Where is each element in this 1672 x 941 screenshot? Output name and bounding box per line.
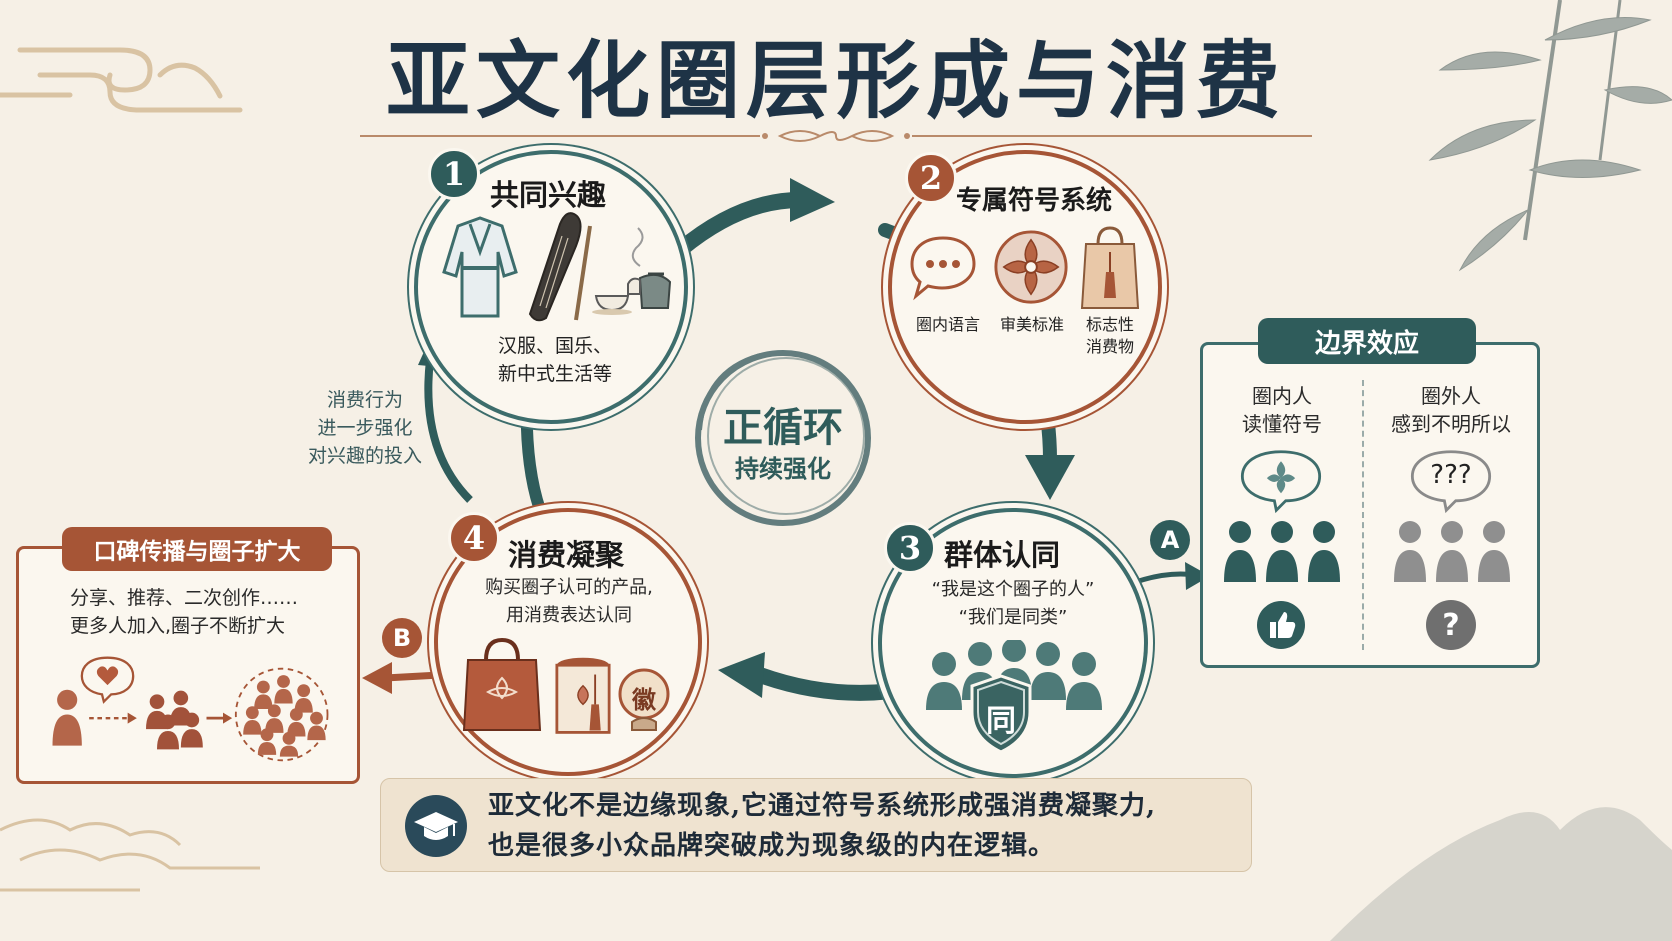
insider-people-icon: [1224, 521, 1340, 582]
tea-canister-icon: [555, 657, 611, 734]
bamboo-decor: [1428, 0, 1672, 272]
center-sub: 持续强化: [735, 454, 831, 483]
center-label: 正循环 持续强化: [700, 404, 866, 486]
stage-3-quote2: “我们是同类”: [958, 607, 1068, 628]
insider-line1: 圈内人: [1252, 384, 1312, 408]
page-title: 亚文化圈层形成与消费: [385, 31, 1286, 130]
tea-set-icon: [592, 227, 672, 315]
stage-1-title: 共同兴趣: [490, 178, 607, 212]
stage-1-badge: 1: [428, 148, 480, 200]
outsider-bubble-icon: [1410, 450, 1492, 514]
feedback-arrow: [424, 359, 473, 503]
branch-a-arrowhead: [1185, 562, 1210, 590]
thumbs-up-icon: [1257, 601, 1305, 649]
arrowhead-3-to-4: [718, 652, 765, 698]
stage-4-title: 消费凝聚: [508, 538, 625, 572]
arrowhead-1-to-2: [790, 178, 835, 222]
spread-line1: 分享、推荐、二次创作……: [70, 587, 299, 609]
branch-b-arrow: [384, 671, 441, 682]
stage-1-desc-line2: 新中式生活等: [497, 363, 612, 385]
title-divider: [360, 130, 1312, 142]
summary-line2: 也是很多小众品牌突破成为现象级的内在逻辑。: [488, 831, 1056, 861]
feedback-text: 消费行为 进一步强化 对兴趣的投入: [290, 386, 440, 470]
mountain-decor: [1330, 807, 1672, 941]
stage-4-desc: 购买圈子认可的产品, 用消费表达认同: [456, 574, 682, 630]
branch-a-letter: A: [1150, 520, 1190, 560]
cloud-decor-bottom-left: [0, 818, 260, 892]
stage-3-badge: 3: [884, 522, 936, 574]
feedback-line2: 进一步强化: [317, 417, 413, 439]
stage-2-badge: 2: [905, 152, 957, 204]
spread-line2: 更多人加入,圈子不断扩大: [70, 615, 286, 637]
summary-box: [380, 778, 1252, 872]
tassel-bag-icon: [1080, 226, 1140, 309]
stage-4-desc-line2: 用消费表达认同: [506, 605, 632, 626]
stage-3-quotes: “我是这个圈子的人” “我们是同类”: [900, 576, 1126, 632]
stage-2-item-symbolic-line1: 标志性: [1085, 315, 1134, 334]
outsider-question-marks: ???: [1430, 460, 1472, 490]
insider-bubble-icon: [1240, 450, 1322, 514]
seal-char: 徽: [632, 685, 656, 714]
boundary-title: 边界效应: [1258, 318, 1476, 364]
insider-label: 圈内人 读懂符号: [1214, 382, 1350, 438]
stage-3-title: 群体认同: [944, 538, 1061, 572]
stage-2-item-language: 圈内语言: [915, 315, 980, 334]
feedback-line1: 消费行为: [326, 389, 403, 411]
branch-b-arrowhead: [362, 662, 392, 694]
boundary-panel: [1200, 342, 1540, 668]
outsider-people-icon: [1394, 521, 1510, 582]
speech-bubble-icon: [910, 236, 976, 301]
stage-2-item-symbolic-line2: 消费物: [1085, 337, 1134, 356]
spread-flow-illustration: [52, 656, 329, 762]
graduation-cap-icon: [405, 795, 467, 857]
stage-1-desc-line1: 汉服、国乐、: [497, 335, 612, 357]
center-main: 正循环: [723, 404, 843, 451]
seal-icon: [618, 668, 670, 731]
stage-1-desc: 汉服、国乐、 新中式生活等: [470, 332, 640, 388]
spread-desc: 分享、推荐、二次创作…… 更多人加入,圈子不断扩大: [40, 584, 340, 640]
loop-arrowheads: [718, 178, 1075, 698]
stage-3-quote1: “我是这个圈子的人”: [931, 579, 1095, 600]
stage-4-badge: 4: [448, 512, 500, 564]
hanfu-icon: [442, 216, 518, 318]
stage-2-item-aesthetic: 审美标准: [999, 315, 1064, 334]
shopping-bag-icon: [462, 637, 542, 731]
question-icon-glyph: ?: [1442, 607, 1460, 643]
ornament-icon: [994, 230, 1068, 304]
outsider-label: 圈外人 感到不明所以: [1376, 382, 1526, 438]
heart-bubble-icon: [80, 656, 135, 704]
outsider-line2: 感到不明所以: [1391, 412, 1511, 436]
spread-title: 口碑传播与圈子扩大: [62, 527, 332, 571]
outsider-line1: 圈外人: [1421, 384, 1481, 408]
feedback-line3: 对兴趣的投入: [307, 445, 422, 467]
boundary-divider: [1362, 380, 1364, 650]
cloud-decor-top-left: [0, 47, 243, 113]
stage-4-desc-line1: 购买圈子认可的产品,: [485, 577, 653, 598]
question-icon: ?: [1426, 600, 1476, 650]
guqin-icon: [528, 212, 592, 322]
summary-text: 亚文化不是边缘现象,它通过符号系统形成强消费凝聚力, 也是很多小众品牌突破成为现…: [488, 786, 1238, 866]
center-brush-ring: [695, 350, 871, 526]
shield-char: 同: [986, 704, 1016, 739]
branch-b-letter: B: [382, 618, 422, 658]
insider-line2: 读懂符号: [1242, 412, 1322, 436]
summary-line1: 亚文化不是边缘现象,它通过符号系统形成强消费凝聚力,: [488, 791, 1157, 821]
stage-2-title: 专属符号系统: [956, 186, 1113, 216]
arrowhead-2-to-3: [1025, 455, 1075, 500]
shield-icon: [970, 674, 1032, 754]
